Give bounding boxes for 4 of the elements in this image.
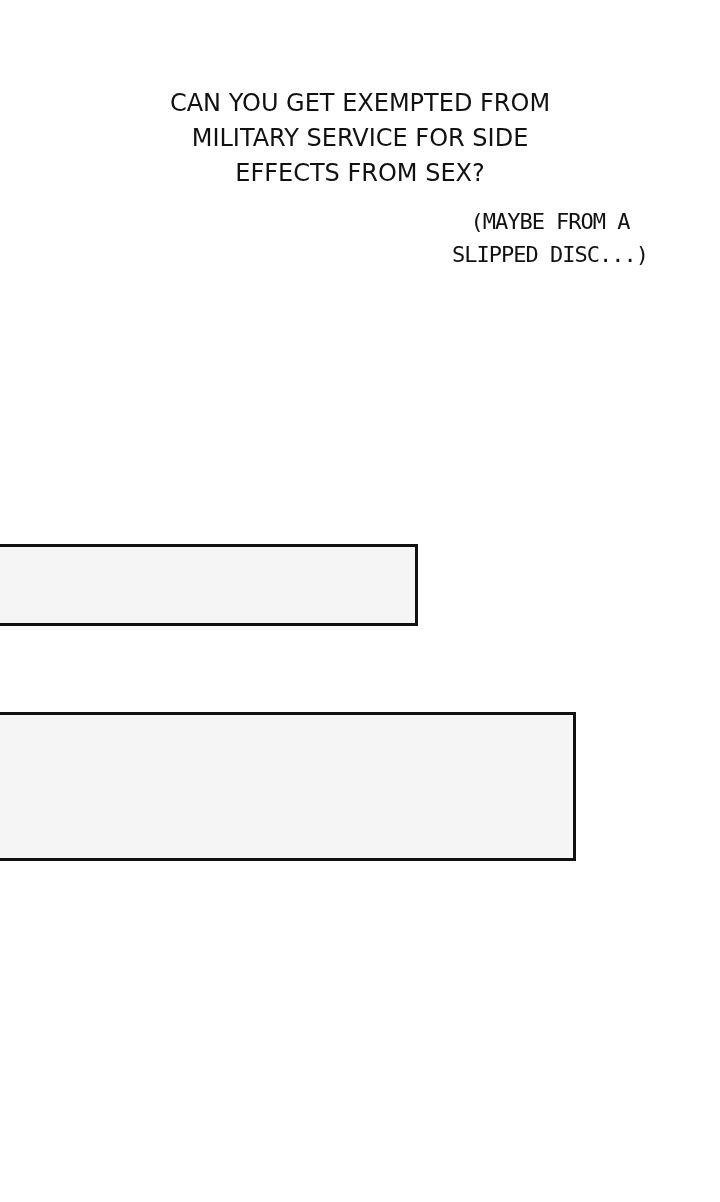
question-text: CAN YOU GET EXEMPTED FROM MILITARY SERVICE FOR SIDE EFFECTS FROM SEX? [168, 88, 552, 189]
aside-note: (MAYBE FROM A SLIPPED DISC...) [451, 208, 649, 269]
blank-panel [0, 544, 418, 626]
blank-panel [0, 712, 576, 861]
